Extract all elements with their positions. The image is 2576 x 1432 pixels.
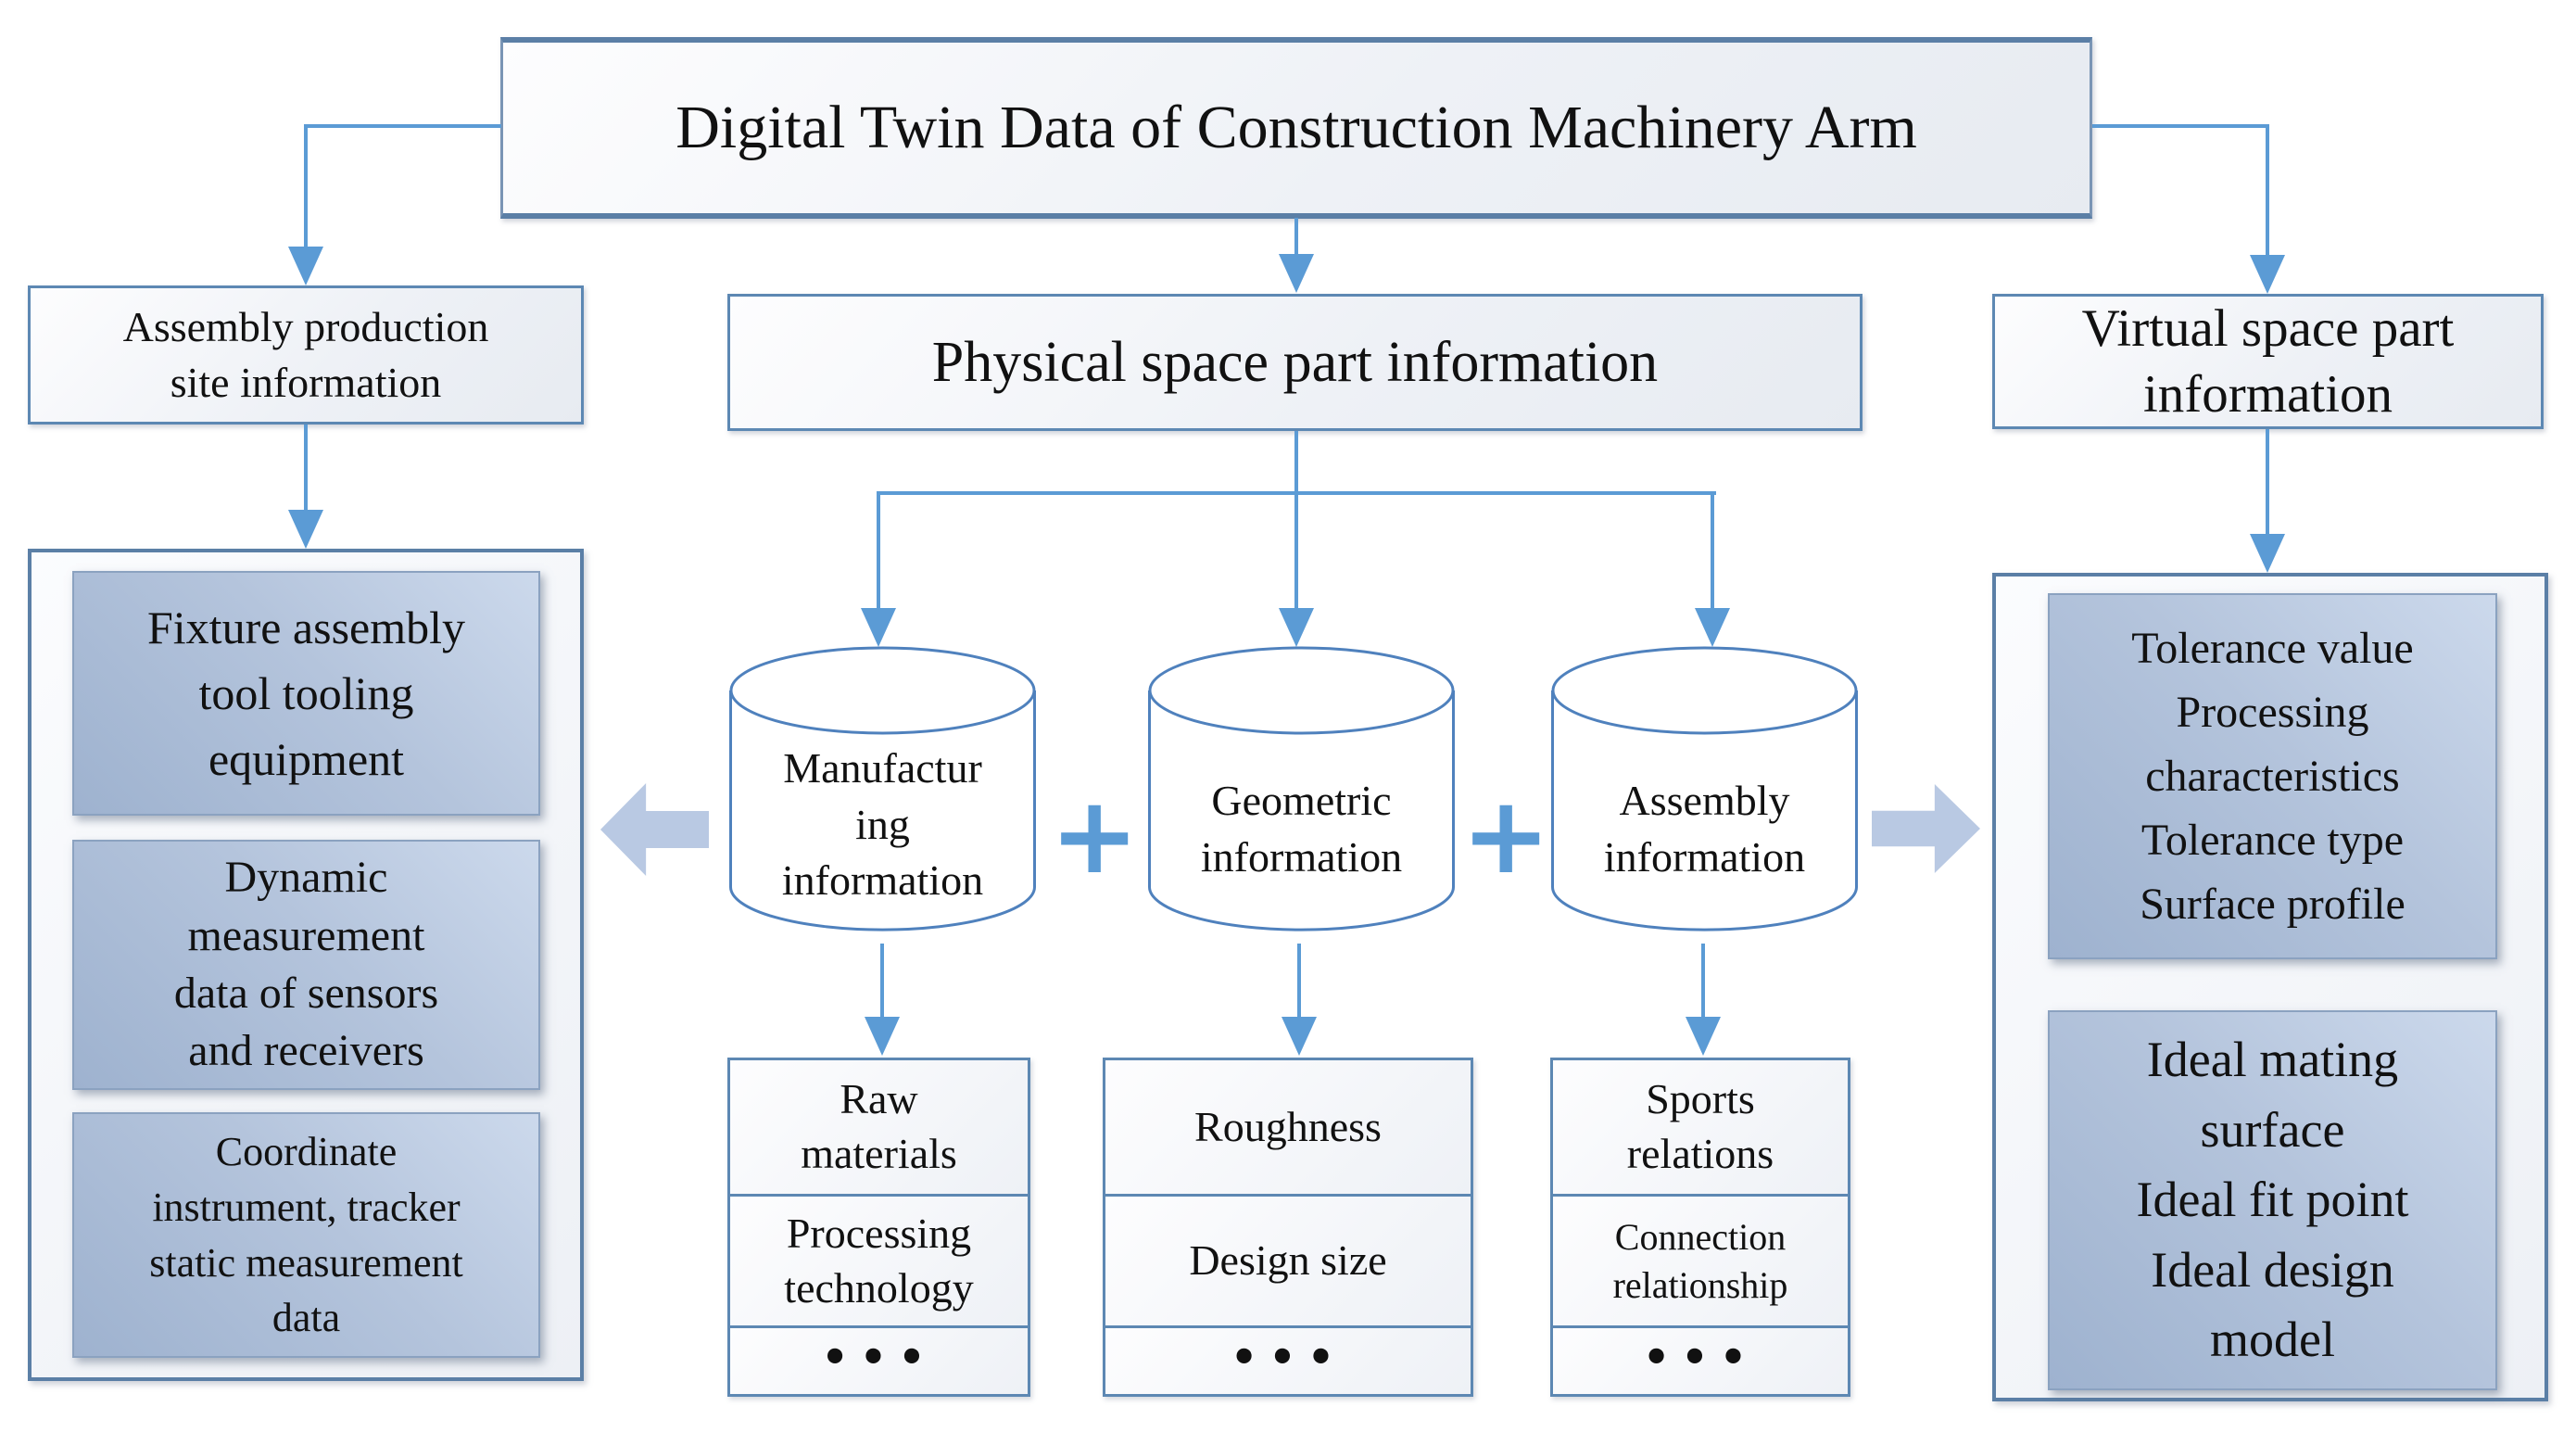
connector-title-to-right-hline	[2092, 124, 2269, 128]
cylinder-manufacturing-information: Manufactur ing information	[727, 644, 1038, 950]
stack-cell-sports-relations: Sports relations	[1553, 1060, 1848, 1194]
arrowhead-into-cylinder-geometric	[1279, 608, 1314, 647]
arrowhead-into-cylinder-manufacturing	[861, 608, 896, 647]
stack-cell-ellipsis: •••	[730, 1325, 1028, 1394]
tolerance-info-box: Tolerance value Processing characteristi…	[2048, 593, 2497, 959]
plus-sign: +	[1461, 774, 1551, 898]
cylinder-geometric-information: Geometric information	[1146, 644, 1457, 950]
ideal-model-info-box: Ideal mating surface Ideal fit point Ide…	[2048, 1010, 2497, 1390]
arrowhead-into-stack-geometric	[1282, 1017, 1317, 1056]
connector-cylinder1-to-stack-vline	[880, 944, 884, 1020]
arrowhead-into-virtual-box	[2250, 255, 2285, 294]
block-arrow-left-icon	[600, 783, 709, 876]
connector-branch-left-vline	[877, 491, 880, 612]
connector-title-to-physical-vline	[1294, 218, 1298, 257]
connector-branch-right-vline	[1711, 491, 1714, 612]
stack-cell-roughness: Roughness	[1105, 1060, 1471, 1194]
arrowhead-into-left-container	[288, 510, 323, 549]
connector-physical-branch-hline	[877, 491, 1716, 495]
stack-cell-ellipsis: •••	[1553, 1325, 1848, 1394]
cylinder-assembly-label: Assembly information	[1603, 777, 1806, 881]
plus-sign: +	[1050, 774, 1140, 898]
connector-title-to-left-hline	[306, 124, 501, 128]
cylinder-assembly-information: Assembly information	[1549, 644, 1860, 950]
connector-title-to-left-vline	[304, 124, 308, 250]
cylinder-shape	[1551, 646, 1858, 931]
stack-geometric-details: Roughness Design size •••	[1103, 1058, 1473, 1397]
connector-virtual-to-container-vline	[2266, 429, 2269, 536]
arrowhead-into-stack-manufacturing	[865, 1017, 900, 1056]
stack-assembly-details: Sports relations Connection relationship…	[1550, 1058, 1850, 1397]
stack-cell-design-size: Design size	[1105, 1194, 1471, 1325]
coordinate-instrument-tracker-box: Coordinate instrument, tracker static me…	[72, 1112, 540, 1358]
fixture-assembly-tooling-box: Fixture assembly tool tooling equipment	[72, 571, 540, 816]
connector-title-to-right-vline	[2266, 124, 2269, 257]
stack-cell-ellipsis: •••	[1105, 1325, 1471, 1394]
arrowhead-into-physical-box	[1279, 254, 1314, 293]
cylinder-manufacturing-label: Manufactur ing information	[781, 743, 984, 905]
arrowhead-into-assembly-box	[288, 247, 323, 285]
connector-physical-stem-vline	[1294, 431, 1298, 612]
connector-assembly-to-container-vline	[304, 425, 308, 512]
cylinder-geometric-label: Geometric information	[1200, 777, 1403, 881]
stack-cell-raw-materials: Raw materials	[730, 1060, 1028, 1194]
arrowhead-into-right-container	[2250, 534, 2285, 573]
arrowhead-into-cylinder-assembly	[1695, 608, 1730, 647]
stack-cell-processing-technology: Processing technology	[730, 1194, 1028, 1325]
cylinder-shape	[729, 646, 1036, 931]
block-arrow-right-icon	[1872, 784, 1980, 873]
arrowhead-into-stack-assembly	[1686, 1017, 1721, 1056]
assembly-production-site-box: Assembly production site information	[28, 285, 584, 425]
stack-cell-connection-relationship: Connection relationship	[1553, 1194, 1848, 1325]
virtual-space-part-box: Virtual space part information	[1992, 294, 2544, 429]
physical-space-part-box: Physical space part information	[727, 294, 1863, 431]
connector-cylinder3-to-stack-vline	[1701, 944, 1705, 1020]
stack-manufacturing-details: Raw materials Processing technology •••	[727, 1058, 1030, 1397]
title-box: Digital Twin Data of Construction Machin…	[500, 37, 2092, 219]
connector-cylinder2-to-stack-vline	[1297, 944, 1301, 1020]
dynamic-measurement-data-box: Dynamic measurement data of sensors and …	[72, 840, 540, 1090]
cylinder-shape	[1148, 646, 1455, 931]
